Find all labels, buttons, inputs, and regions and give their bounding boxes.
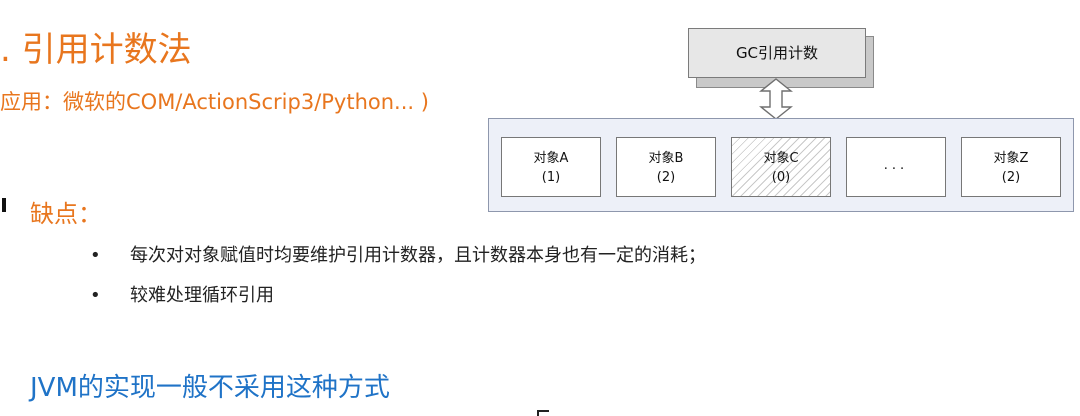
ellipsis-text: ...: [883, 158, 909, 173]
object-name: 对象B: [648, 151, 684, 166]
slide-subtitle: 应用：微软的COM/ActionScrip3/Python... ): [0, 90, 429, 114]
bullet-dot-icon: •: [90, 285, 101, 306]
conclusion-text: JVM的实现一般不采用这种方式: [30, 373, 390, 403]
reference-counting-diagram: GC引用计数 对象A (1) 对象B (2) 对象C (0) ... 对象Z: [470, 20, 1080, 220]
gc-counter-box: GC引用计数: [688, 28, 878, 90]
objects-container: 对象A (1) 对象B (2) 对象C (0) ... 对象Z (2): [488, 118, 1074, 212]
object-name: 对象C: [763, 151, 799, 166]
section-heading-disadvantages: 缺点：: [30, 200, 102, 228]
object-box-a: 对象A (1): [501, 137, 601, 197]
slide-title: . 引用计数法: [0, 30, 192, 70]
object-name: 对象Z: [993, 151, 1029, 166]
bullet-text: 每次对对象赋值时均要维护引用计数器，且计数器本身也有一定的消耗；: [130, 245, 706, 266]
object-name: 对象A: [533, 151, 569, 166]
bullet-dot-icon: •: [90, 245, 101, 266]
bullet-text: 较难处理循环引用: [130, 285, 274, 306]
corner-mark: [2, 198, 6, 212]
object-count: (0): [771, 170, 791, 185]
object-box-z: 对象Z (2): [961, 137, 1061, 197]
object-box-ellipsis: ...: [846, 137, 946, 197]
double-arrow-icon: [759, 78, 793, 120]
object-count: (2): [1001, 170, 1021, 185]
object-box-c: 对象C (0): [731, 137, 831, 197]
gc-counter-label: GC引用计数: [688, 28, 866, 78]
object-box-b: 对象B (2): [616, 137, 716, 197]
corner-mark-bottom: [537, 410, 549, 416]
object-count: (1): [541, 170, 561, 185]
object-count: (2): [656, 170, 676, 185]
